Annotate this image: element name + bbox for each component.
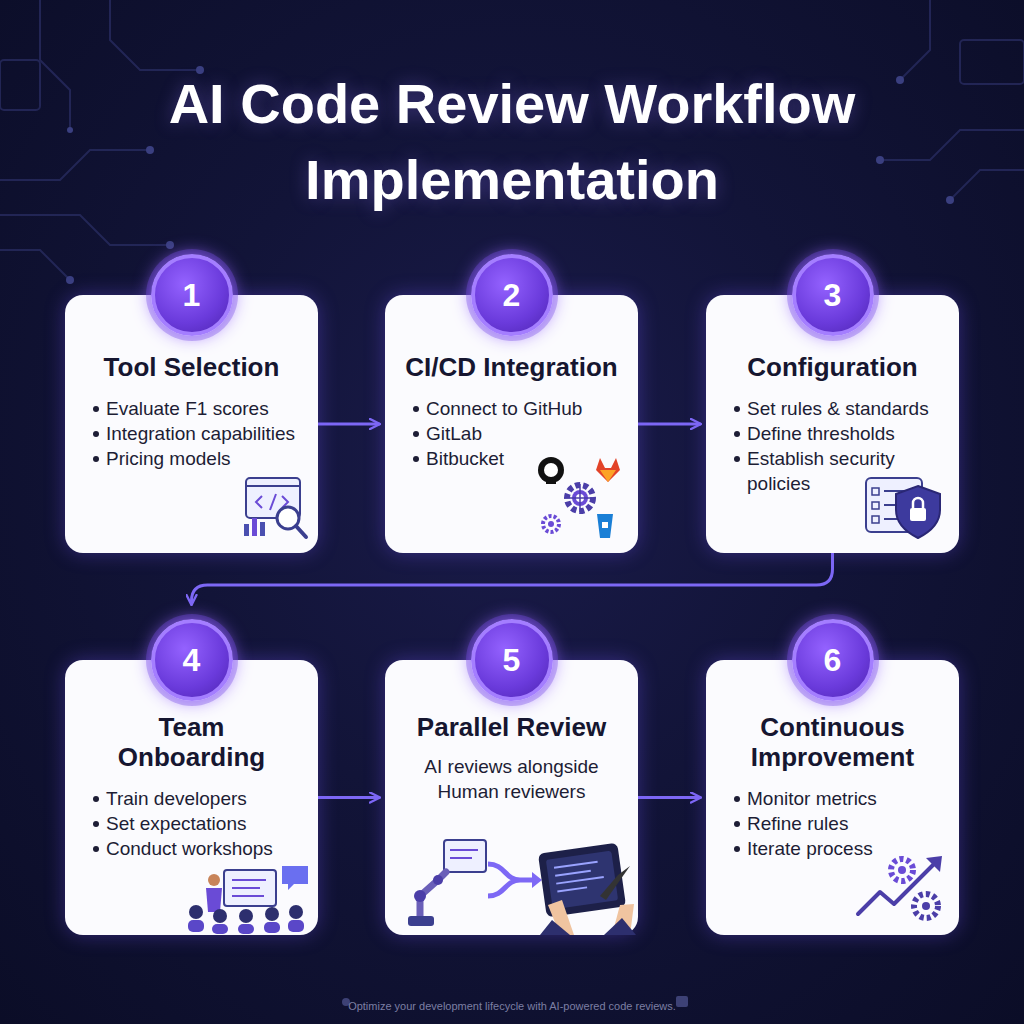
bullet-dot (413, 406, 419, 412)
bullet-text: Conduct workshops (106, 838, 273, 859)
bullet-text: Set expectations (106, 813, 246, 834)
step-number: 6 (792, 619, 874, 701)
step-title: CI/CD Integration (404, 352, 619, 382)
flow-arrow (318, 423, 379, 426)
bullet-text: Iterate process (747, 838, 873, 859)
bullet-item: Conduct workshops (65, 836, 298, 861)
step-title: Tool Selection (84, 352, 299, 382)
parallel-review-icon (408, 840, 636, 935)
bullet-item: Train developers (65, 786, 298, 811)
step-number: 2 (471, 254, 553, 336)
flow-arrow (638, 796, 700, 799)
title-block: AI Code Review Workflow Implementation (0, 66, 1024, 218)
circuit-dots (66, 66, 954, 284)
bullet-dot (734, 456, 740, 462)
bullet-item: Monitor metrics (706, 786, 939, 811)
step-number: 5 (471, 619, 553, 701)
step-card: 3ConfigurationSet rules & standardsDefin… (706, 295, 959, 553)
step-title: Parallel Review (404, 712, 619, 742)
bullet-item: GitLab (385, 421, 618, 446)
diagram-caption: Optimize your development lifecycle with… (348, 1000, 676, 1012)
bullet-item: Iterate process (706, 836, 939, 861)
bullet-text: Define thresholds (747, 423, 895, 444)
diagram-title: AI Code Review Workflow Implementation (122, 66, 902, 218)
bullet-dot (734, 431, 740, 437)
bullet-item: Bitbucket (385, 446, 618, 471)
bullet-dot (93, 456, 99, 462)
bullet-dot (734, 406, 740, 412)
step-title: Configuration (725, 352, 940, 382)
step-number: 4 (151, 619, 233, 701)
step-number: 3 (792, 254, 874, 336)
bullet-item: Pricing models (65, 446, 298, 471)
flow-arrow (318, 796, 379, 799)
bullet-text: Set rules & standards (747, 398, 929, 419)
step-number: 1 (151, 254, 233, 336)
gear-icon (567, 485, 593, 511)
step-card: 5Parallel ReviewAI reviews alongside Hum… (385, 660, 638, 935)
bullet-item: Refine rules (706, 811, 939, 836)
step-card: 4Team OnboardingTrain developersSet expe… (65, 660, 318, 935)
integration-logos (538, 457, 620, 538)
step-card: 6Continuous ImprovementMonitor metricsRe… (706, 660, 959, 935)
bullet-item: Integration capabilities (65, 421, 298, 446)
bullet-text: Pricing models (106, 448, 231, 469)
bullet-text: Connect to GitHub (426, 398, 582, 419)
step-card: 1Tool SelectionEvaluate F1 scoresIntegra… (65, 295, 318, 553)
step-title: Continuous Improvement (725, 712, 940, 772)
bullet-dot (93, 406, 99, 412)
step-description: AI reviews alongside Human reviewers (409, 754, 614, 804)
step-title: Team Onboarding (84, 712, 299, 772)
bullet-item: Define thresholds (706, 421, 939, 446)
bullet-dot (93, 821, 99, 827)
bullet-dot (734, 821, 740, 827)
bullet-text: Integration capabilities (106, 423, 295, 444)
bullet-item: Set expectations (65, 811, 298, 836)
improvement-icon (858, 856, 942, 918)
bullet-text: GitLab (426, 423, 482, 444)
bullet-dot (413, 456, 419, 462)
bullet-dot (413, 431, 419, 437)
bullet-text: Refine rules (747, 813, 848, 834)
bullet-text: Establish security policies (747, 448, 895, 494)
bullet-dot (93, 796, 99, 802)
bullet-text: Bitbucket (426, 448, 504, 469)
bullet-text: Train developers (106, 788, 247, 809)
bullet-dot (734, 796, 740, 802)
bullet-dot (734, 846, 740, 852)
bullet-text: Evaluate F1 scores (106, 398, 269, 419)
flow-arrow (192, 553, 833, 604)
search-code-icon (244, 478, 306, 537)
bullet-item: Evaluate F1 scores (65, 396, 298, 421)
bullet-text: Monitor metrics (747, 788, 877, 809)
caption-block: Optimize your development lifecycle with… (0, 996, 1024, 1014)
bullet-item: Establish security policies (706, 446, 939, 496)
bullet-dot (93, 431, 99, 437)
bullet-item: Set rules & standards (706, 396, 939, 421)
flow-arrow (638, 423, 700, 426)
workshop-icon (188, 866, 308, 934)
bullet-item: Connect to GitHub (385, 396, 618, 421)
policy-shield-icon (866, 478, 940, 538)
step-card: 2CI/CD IntegrationConnect to GitHubGitLa… (385, 295, 638, 553)
bullet-dot (93, 846, 99, 852)
circuit-lines (0, 0, 1024, 280)
